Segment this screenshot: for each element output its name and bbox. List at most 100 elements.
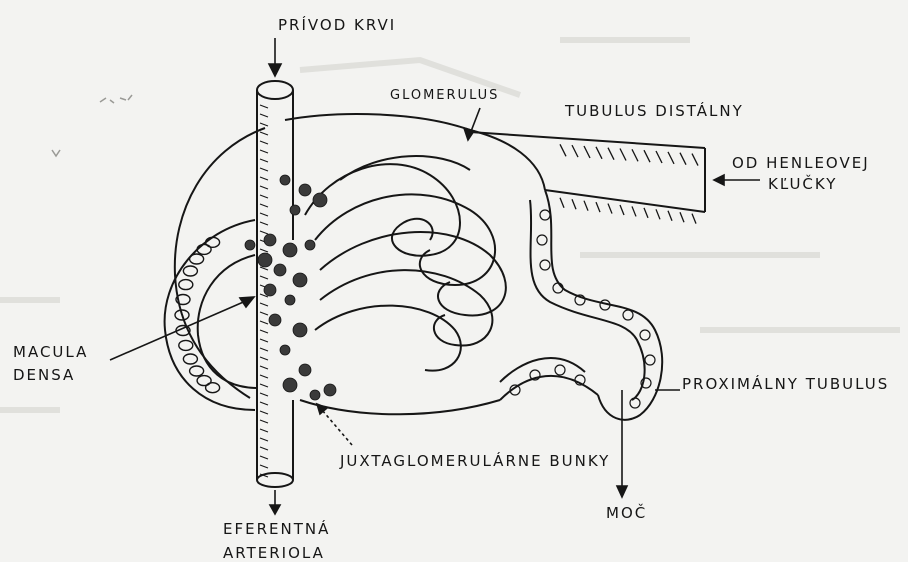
hatch-mark <box>656 209 660 219</box>
arrowhead-privod-krvi <box>269 64 281 76</box>
vessel-hatch-mark <box>260 222 268 225</box>
jg-granule <box>264 284 276 296</box>
hatch-mark <box>572 199 576 209</box>
vessel-hatch-mark <box>260 330 268 333</box>
vessel-hatch-mark <box>260 366 268 369</box>
vessel-hatch-mark <box>260 465 268 468</box>
vessel-hatch-mark <box>260 456 268 459</box>
label-privod-krvi: PRÍVOD KRVI <box>278 16 396 34</box>
jg-granule <box>283 378 297 392</box>
jg-granule <box>299 184 311 196</box>
vessel-hatch-mark <box>260 384 268 387</box>
jg-granule <box>283 243 297 257</box>
proximal-cell <box>645 355 655 365</box>
macula-cell <box>206 383 220 393</box>
hatch-mark <box>668 152 674 164</box>
hatch-mark <box>572 145 578 157</box>
arteriole-vessel <box>257 81 293 487</box>
jg-granule <box>293 273 307 287</box>
vessel-hatch-mark <box>260 267 268 270</box>
vessel-hatch-mark <box>260 177 268 180</box>
vessel-hatch-mark <box>260 123 268 126</box>
vessel-hatch-mark <box>260 339 268 342</box>
macula-cell <box>179 280 193 290</box>
vessel-hatch-mark <box>260 195 268 198</box>
hatch-mark <box>608 148 614 160</box>
vessel-hatch-mark <box>260 411 268 414</box>
arrow-macula-densa <box>110 300 248 360</box>
arrowhead-juxta <box>317 404 327 414</box>
jg-granule <box>269 314 281 326</box>
hatch-mark <box>584 201 588 211</box>
jg-granule <box>280 175 290 185</box>
hatch-mark <box>644 150 650 162</box>
arrowhead-eferentna <box>270 505 280 514</box>
hatch-mark <box>680 212 684 222</box>
vessel-hatch-mark <box>260 231 268 234</box>
label-proximalny-tubulus: PROXIMÁLNY TUBULUS <box>682 375 889 393</box>
jg-granule <box>264 234 276 246</box>
label-arteriola: ARTERIOLA <box>223 544 325 562</box>
vessel-hatch-mark <box>260 303 268 306</box>
hatch-mark <box>560 144 566 156</box>
macula-cell <box>190 366 204 376</box>
arrowhead-macula-densa <box>240 297 254 307</box>
label-densa: DENSA <box>13 366 75 384</box>
arrowhead-glomerulus <box>464 128 474 140</box>
distal-tubulus <box>470 132 705 224</box>
vessel-hatch-mark <box>260 105 268 108</box>
jg-granule <box>274 264 286 276</box>
jg-granule <box>245 240 255 250</box>
bowman-capsule <box>175 114 545 414</box>
arrowhead-moc <box>617 486 627 497</box>
label-moc: MOČ <box>606 504 647 522</box>
hatch-mark <box>584 146 590 158</box>
macula-cell <box>190 254 204 264</box>
macula-cell <box>183 354 197 364</box>
jg-granule <box>258 253 272 267</box>
vessel-hatch-mark <box>260 429 268 432</box>
vessel-hatch-mark <box>260 132 268 135</box>
jg-granule <box>299 364 311 376</box>
hatch-mark <box>608 204 612 214</box>
vessel-hatch-mark <box>260 159 268 162</box>
jg-granule <box>310 390 320 400</box>
hatch-mark <box>692 214 696 224</box>
jg-granule <box>280 345 290 355</box>
jg-granule <box>293 323 307 337</box>
macula-densa-tubule <box>165 220 258 410</box>
jg-granule <box>285 295 295 305</box>
hatch-mark <box>656 151 662 163</box>
proximal-cell <box>540 210 550 220</box>
vessel-hatch-mark <box>260 420 268 423</box>
label-glomerulus: GLOMERULUS <box>390 87 499 105</box>
vessel-hatch-mark <box>260 168 268 171</box>
jg-granule <box>313 193 327 207</box>
jg-granule <box>290 205 300 215</box>
label-macula: MACULA <box>13 343 88 361</box>
hatch-mark <box>644 208 648 218</box>
proximal-cell <box>555 365 565 375</box>
proximal-cell <box>540 260 550 270</box>
vessel-hatch-mark <box>260 114 268 117</box>
stray-ink-marks <box>52 95 132 156</box>
vessel-hatch-mark <box>260 312 268 315</box>
vessel-hatch-mark <box>260 141 268 144</box>
label-klucky: KĽUČKY <box>768 175 837 193</box>
arrow-juxta <box>322 410 352 445</box>
hatch-mark <box>692 154 698 166</box>
macula-cell <box>197 244 211 254</box>
macula-cell <box>179 340 193 350</box>
vessel-hatch-mark <box>260 150 268 153</box>
vessel-hatch-mark <box>260 402 268 405</box>
hatch-mark <box>596 147 602 159</box>
proximal-tubulus <box>500 190 662 420</box>
macula-cell <box>183 266 197 276</box>
vessel-hatch-mark <box>260 375 268 378</box>
jg-granule <box>324 384 336 396</box>
arrowhead-henle <box>714 175 724 185</box>
proximal-cell <box>537 235 547 245</box>
hatch-mark <box>620 149 626 161</box>
